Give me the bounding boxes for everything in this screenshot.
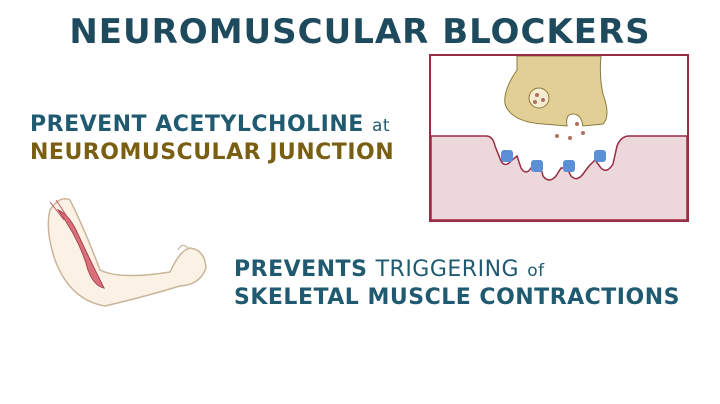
neuromuscular-junction-diagram-icon (429, 54, 689, 222)
point2-line2: SKELETAL MUSCLE CONTRACTIONS (234, 285, 680, 310)
point2-line1-suffix: of (527, 261, 545, 281)
point1-line1: PREVENT ACETYLCHOLINE at (30, 112, 390, 137)
point1-line1-suffix: at (371, 116, 391, 136)
point1-line2: NEUROMUSCULAR JUNCTION (30, 140, 395, 165)
flexed-arm-muscle-icon (30, 190, 220, 320)
point2-line1: PREVENTS TRIGGERING of (234, 257, 545, 282)
page-title: NEUROMUSCULAR BLOCKERS (69, 12, 651, 52)
point2-line1-mid: TRIGGERING (375, 257, 520, 282)
point1-line1-main: PREVENT ACETYLCHOLINE (30, 112, 364, 137)
point2-line1-main: PREVENTS (234, 257, 368, 282)
